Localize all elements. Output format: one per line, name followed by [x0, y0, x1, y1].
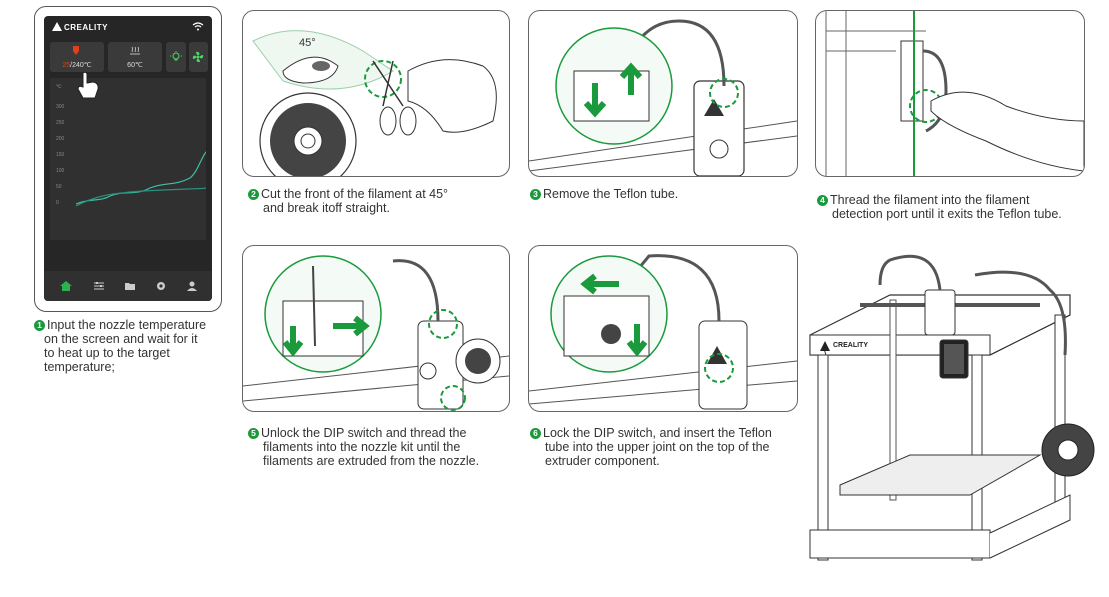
- home-icon[interactable]: [60, 280, 72, 292]
- chart-y-tick: 300: [56, 104, 65, 110]
- nozzle-hot-icon: [73, 46, 79, 55]
- chart-y-tick: 100: [56, 168, 65, 174]
- step-4-illustration: [815, 10, 1085, 177]
- screen-brand: CREALITY: [64, 23, 108, 32]
- creality-logo-icon: [52, 22, 62, 31]
- step-4-badge: 4: [817, 195, 828, 206]
- step-1-badge: 1: [34, 320, 45, 331]
- step-5-badge: 5: [248, 428, 259, 439]
- bed-heat-icon: [130, 46, 140, 55]
- light-tile[interactable]: [166, 42, 186, 72]
- cut-angle-label: 45°: [299, 37, 316, 49]
- bottom-nav: [44, 271, 212, 301]
- step-3-illustration: [528, 10, 798, 177]
- chart-y-tick: 250: [56, 120, 65, 126]
- chart-y-tick: 0: [56, 200, 59, 206]
- nozzle-target-temp: /240℃: [70, 62, 92, 69]
- controls-icon[interactable]: [93, 280, 105, 292]
- printer-logo-icon: [820, 341, 830, 351]
- chart-y-tick: 150: [56, 152, 65, 158]
- thread-filament-drawing: [825, 11, 1084, 176]
- step-5-illustration: [242, 245, 510, 412]
- chart-unit: ℃: [56, 84, 62, 90]
- printer-brand: CREALITY: [833, 342, 868, 349]
- bed-temp-tile[interactable]: 60℃: [108, 42, 162, 72]
- printer-illustration: CREALITY: [800, 245, 1105, 575]
- step-2-illustration: 45°: [242, 10, 510, 177]
- step-6-badge: 6: [530, 428, 541, 439]
- temperature-chart: ℃ 300 250 200 150 100 50 0: [50, 78, 206, 240]
- wifi-icon: [192, 22, 204, 31]
- bed-temp: 60℃: [127, 62, 143, 69]
- fan-tile[interactable]: [189, 42, 208, 72]
- cut-filament-drawing: [252, 30, 497, 176]
- unlock-dip-drawing: [243, 255, 509, 411]
- folder-icon[interactable]: [124, 280, 136, 292]
- step-2-badge: 2: [248, 189, 259, 200]
- step-6-illustration: [528, 245, 798, 412]
- user-icon[interactable]: [186, 280, 198, 292]
- light-bulb-icon: [170, 51, 182, 61]
- step-3-badge: 3: [530, 189, 541, 200]
- printer-frame-drawing: [809, 254, 1095, 561]
- remove-teflon-drawing: [529, 19, 797, 176]
- temperature-curves: [75, 151, 206, 207]
- fan-icon: [192, 51, 204, 63]
- chart-y-tick: 200: [56, 136, 65, 142]
- chart-y-tick: 50: [56, 184, 62, 190]
- nozzle-current-temp: 25: [62, 62, 71, 69]
- lock-dip-drawing: [529, 254, 797, 410]
- nozzle-temp-tile[interactable]: 25/240℃: [50, 42, 104, 72]
- settings-icon[interactable]: [155, 280, 167, 292]
- tapping-hand-icon: [77, 71, 99, 99]
